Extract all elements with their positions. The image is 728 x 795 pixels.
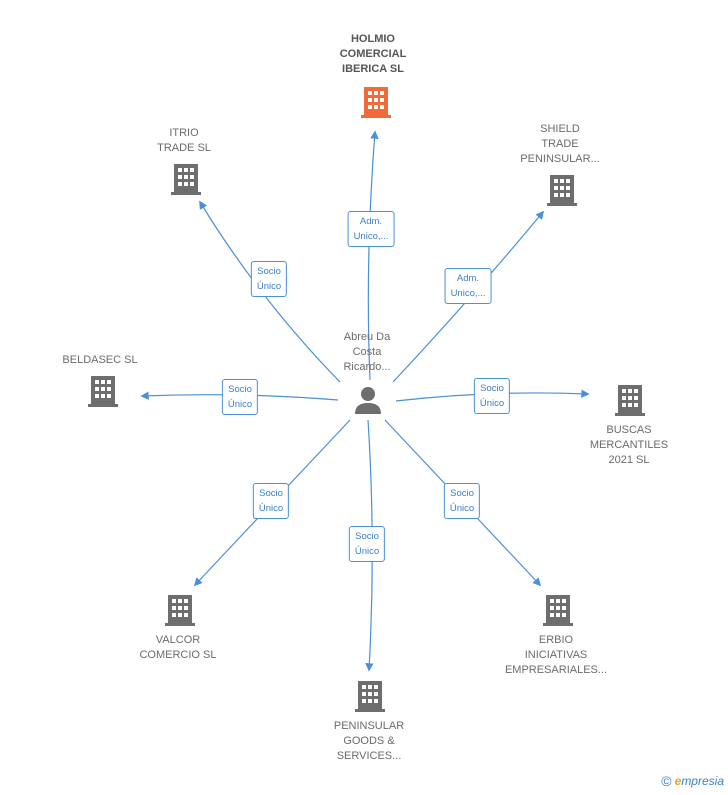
building-icon-shield[interactable] xyxy=(546,173,578,207)
building-icon-valcor[interactable] xyxy=(164,593,196,627)
relation-label-erbio[interactable]: Socio Único xyxy=(443,483,481,519)
relation-label-itrio[interactable]: Socio Único xyxy=(250,261,288,297)
relation-label-shield[interactable]: Adm. Unico,... xyxy=(444,268,492,304)
relation-label-buscas[interactable]: Socio Único xyxy=(473,378,511,414)
company-label-itrio[interactable]: ITRIO TRADE SL xyxy=(157,127,211,154)
relation-label-valcor[interactable]: Socio Único xyxy=(252,483,290,519)
building-icon-itrio[interactable] xyxy=(170,162,202,196)
building-icon-beldasec[interactable] xyxy=(87,374,119,408)
company-label-holmio[interactable]: HOLMIO COMERCIAL IBERICA SL xyxy=(339,33,407,75)
building-icon-erbio[interactable] xyxy=(542,593,574,627)
building-icon-holmio[interactable] xyxy=(360,85,392,119)
company-label-buscas[interactable]: BUSCAS MERCANTILES 2021 SL xyxy=(589,424,669,466)
company-label-peninsular[interactable]: PENINSULAR GOODS & SERVICES... xyxy=(333,720,405,762)
edge-holmio xyxy=(367,130,379,381)
person-icon[interactable] xyxy=(354,385,382,415)
relation-label-peninsular[interactable]: Socio Único xyxy=(348,526,386,562)
building-icon-peninsular[interactable] xyxy=(354,679,386,713)
footer-brand[interactable]: © empresia xyxy=(661,773,724,789)
relation-label-holmio[interactable]: Adm. Unico,... xyxy=(347,211,395,247)
brand-logo[interactable]: empresia xyxy=(674,774,724,788)
building-icon-buscas[interactable] xyxy=(614,383,646,417)
relation-label-beldasec[interactable]: Socio Único xyxy=(221,379,259,415)
company-label-erbio[interactable]: ERBIO INICIATIVAS EMPRESARIALES... xyxy=(504,634,608,676)
company-label-valcor[interactable]: VALCOR COMERCIO SL xyxy=(139,634,217,661)
copyright-icon: © xyxy=(661,773,672,789)
company-label-beldasec[interactable]: BELDASEC SL xyxy=(62,354,138,366)
company-label-shield[interactable]: SHIELD TRADE PENINSULAR... xyxy=(520,123,600,165)
person-label[interactable]: Abreu Da Costa Ricardo... xyxy=(343,331,391,373)
